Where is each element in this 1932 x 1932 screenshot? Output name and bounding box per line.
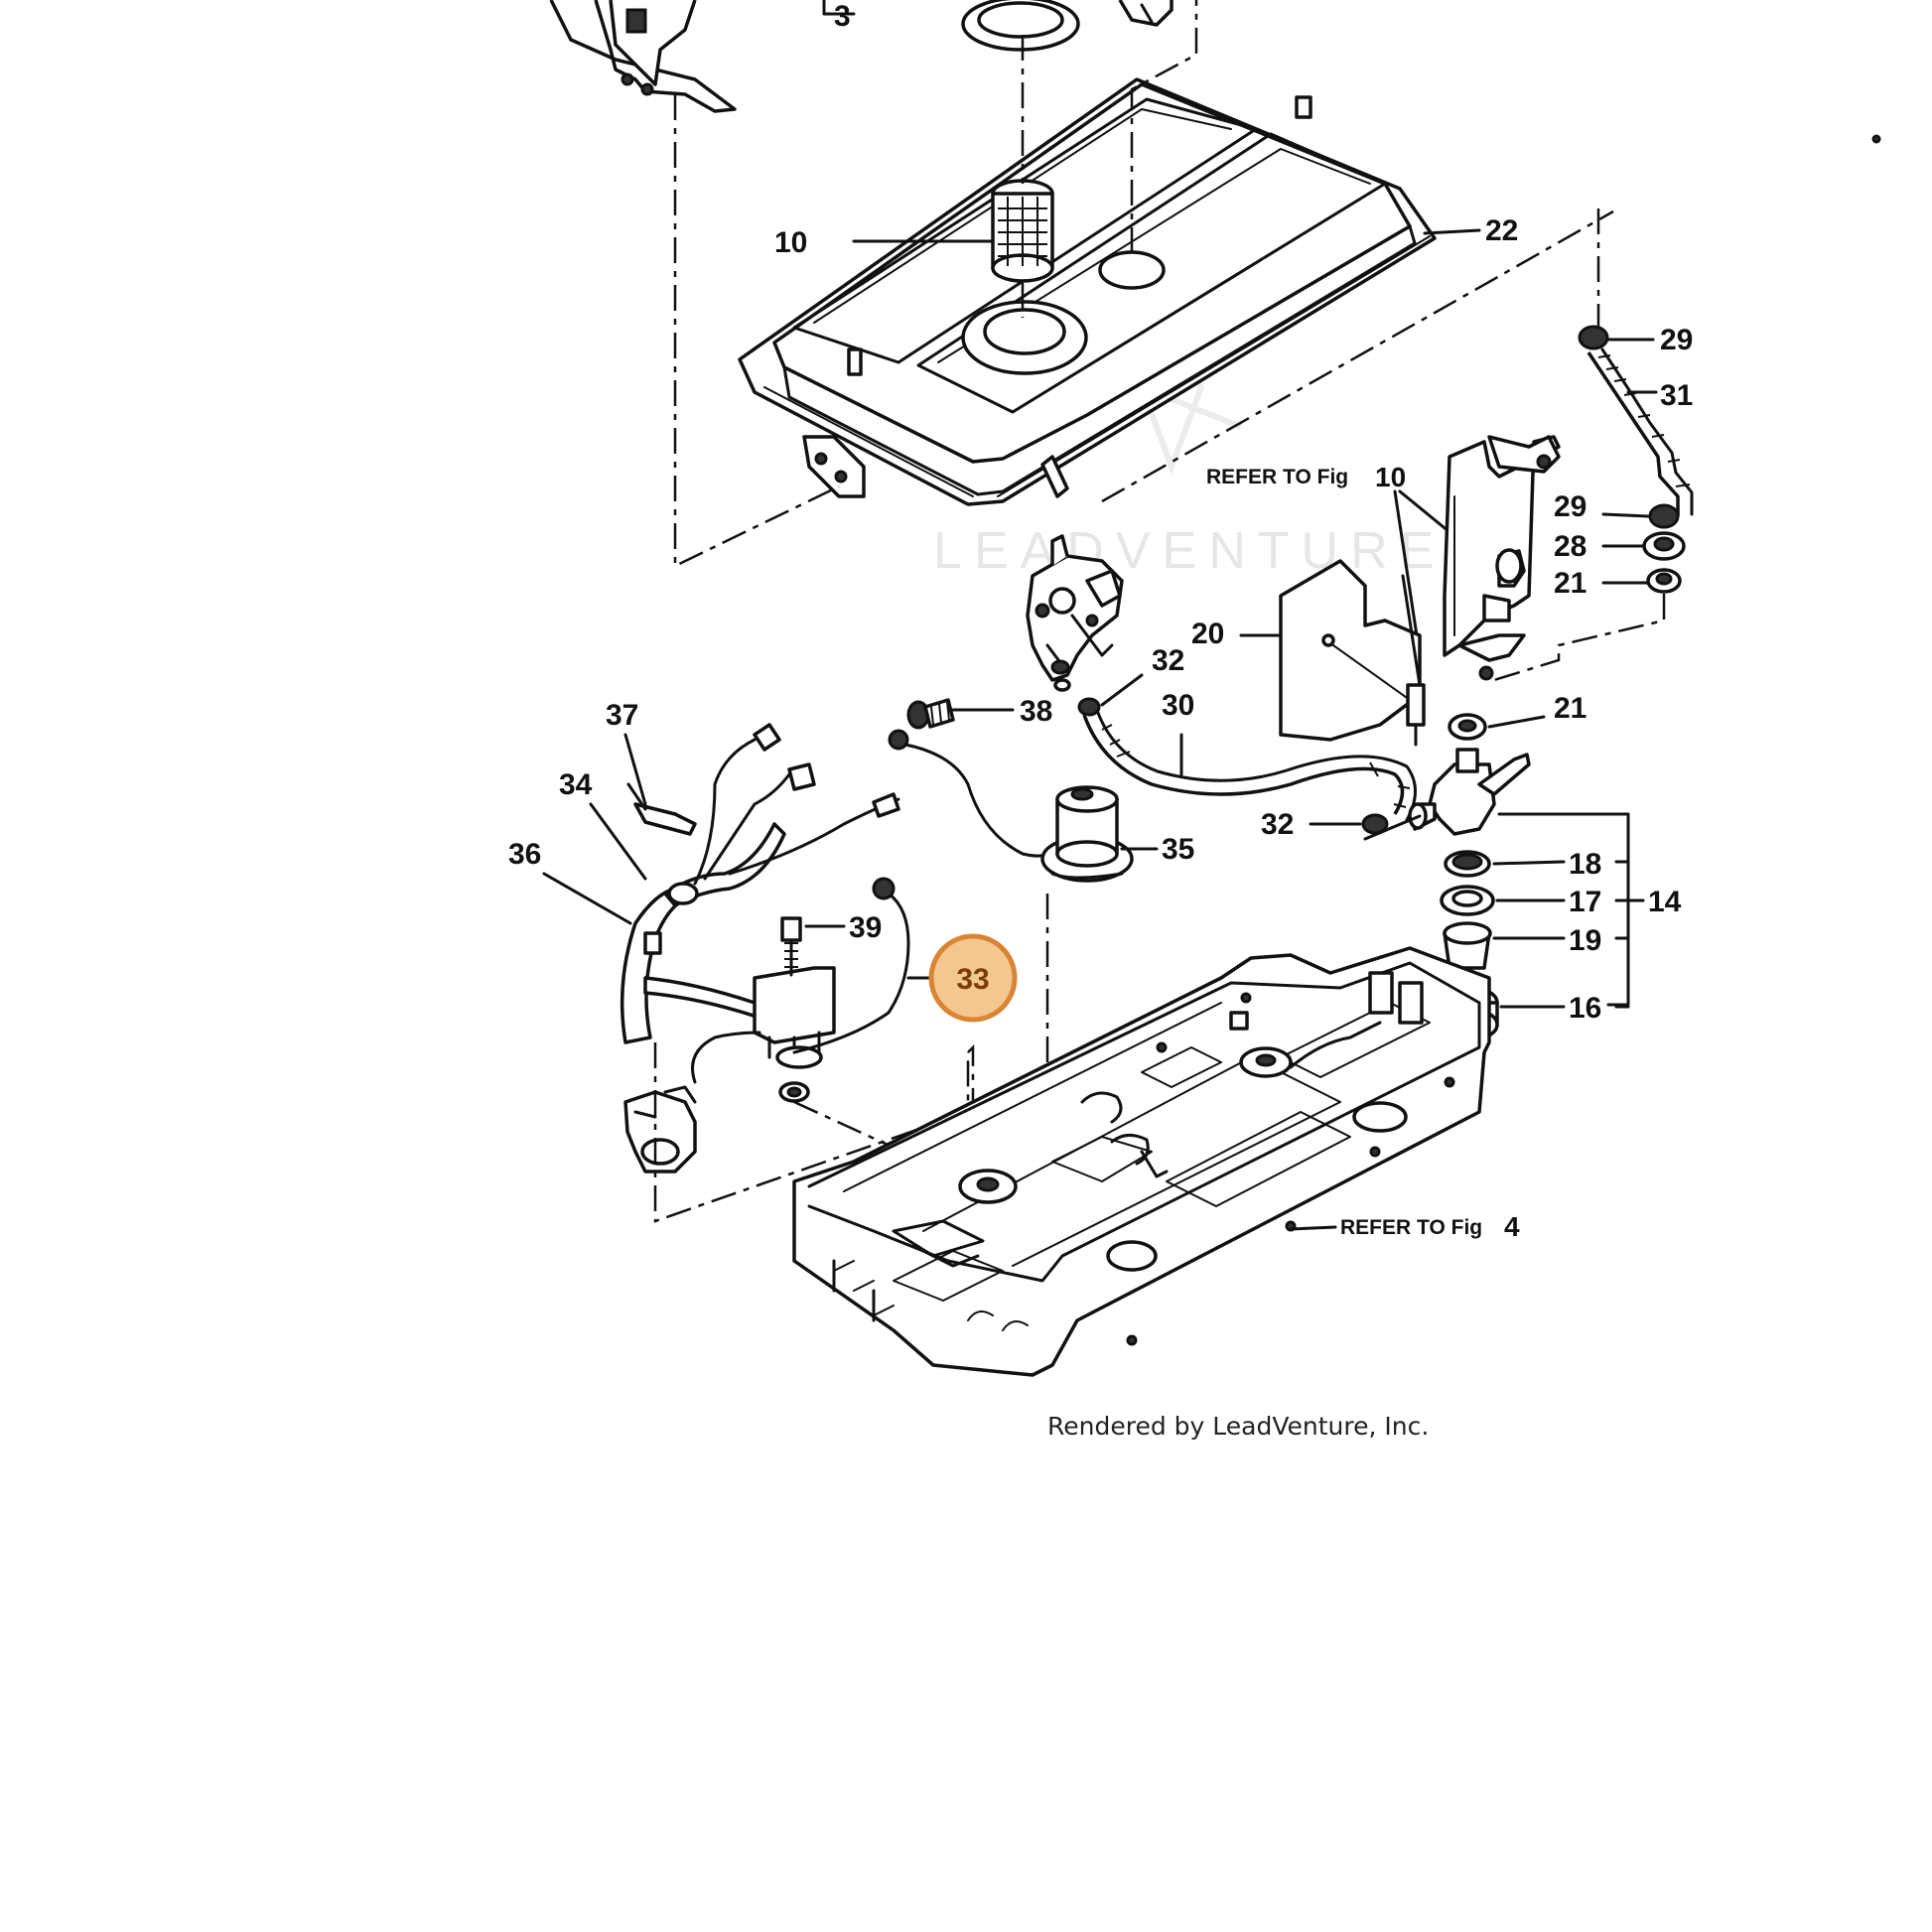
fuel-line-part bbox=[1077, 697, 1417, 835]
callout-16: 16 bbox=[1499, 992, 1630, 1025]
ref-fig10-number: 10 bbox=[1375, 462, 1406, 492]
callout-33-highlight[interactable]: 33 bbox=[906, 933, 1018, 1023]
heat-shield-part bbox=[1279, 559, 1422, 742]
callout-21a: 21 bbox=[1554, 567, 1650, 600]
callout-32a: 32 bbox=[1100, 644, 1184, 707]
callout-22-label: 22 bbox=[1485, 214, 1518, 247]
vent-hose-assembly bbox=[1578, 325, 1694, 594]
credit-text: Rendered by LeadVenture, Inc. bbox=[1047, 1412, 1429, 1441]
callout-19: 19 bbox=[1492, 924, 1630, 957]
mount-bracket-part bbox=[623, 1085, 697, 1173]
callout-34-label: 34 bbox=[559, 768, 593, 801]
callout-3-label: 3 bbox=[834, 0, 851, 33]
ground-screw-part bbox=[888, 698, 1054, 858]
reference-fig-4: REFER TO Fig 4 bbox=[1289, 1211, 1520, 1242]
callout-37-label: 37 bbox=[606, 699, 638, 732]
callout-19-label: 19 bbox=[1569, 924, 1601, 957]
wiring-harness-part bbox=[620, 723, 900, 1044]
callout-29a-label: 29 bbox=[1660, 324, 1693, 356]
assembly-guide-lines-top bbox=[673, 0, 1614, 568]
callout-17: 17 bbox=[1495, 886, 1630, 918]
ref-fig4-number: 4 bbox=[1504, 1211, 1520, 1242]
callout-18-label: 18 bbox=[1569, 848, 1601, 881]
reference-fig-10: REFER TO Fig 10 bbox=[1206, 462, 1456, 657]
callout-16-label: 16 bbox=[1569, 992, 1601, 1025]
stray-mark bbox=[1871, 134, 1881, 144]
sending-unit-wire bbox=[1401, 574, 1426, 747]
callout-32b: 32 bbox=[1261, 808, 1362, 841]
callout-20-label: 20 bbox=[1191, 618, 1224, 650]
callout-35-label: 35 bbox=[1162, 833, 1194, 866]
callout-29b-label: 29 bbox=[1554, 490, 1587, 523]
callout-14: 14 bbox=[1497, 812, 1682, 1007]
callout-20: 20 bbox=[1191, 618, 1281, 650]
callout-31: 31 bbox=[1626, 379, 1693, 412]
callout-37: 37 bbox=[606, 699, 647, 806]
vent-guide-line bbox=[1493, 594, 1666, 682]
frame-pan-part bbox=[792, 946, 1491, 1377]
callout-14-label: 14 bbox=[1648, 886, 1682, 918]
callout-22: 22 bbox=[1423, 214, 1518, 247]
relay-part bbox=[691, 877, 910, 1103]
callout-10-label: 10 bbox=[774, 226, 807, 259]
callout-29b: 29 bbox=[1554, 490, 1650, 523]
carburetor-part bbox=[1026, 534, 1124, 692]
callout-32a-label: 32 bbox=[1152, 644, 1184, 677]
callout-30: 30 bbox=[1162, 689, 1194, 776]
callout-36: 36 bbox=[508, 838, 632, 925]
callout-3: 3 bbox=[822, 0, 856, 33]
callout-28: 28 bbox=[1554, 530, 1645, 563]
highlight-circle[interactable] bbox=[928, 933, 1018, 1023]
callout-34: 34 bbox=[559, 768, 647, 881]
callout-18: 18 bbox=[1492, 848, 1630, 881]
fuel-solenoid-part bbox=[1040, 785, 1134, 883]
callout-29a: 29 bbox=[1606, 324, 1693, 356]
fender-bracket-part bbox=[549, 0, 1173, 113]
callout-17-label: 17 bbox=[1569, 886, 1601, 918]
ref-fig4-prefix: REFER TO Fig bbox=[1340, 1216, 1482, 1239]
callout-35: 35 bbox=[1120, 833, 1194, 866]
callout-38: 38 bbox=[951, 695, 1052, 728]
callout-39: 39 bbox=[804, 911, 882, 944]
fuel-tank-part bbox=[738, 77, 1437, 506]
callout-38-label: 38 bbox=[1020, 695, 1052, 728]
callout-21a-label: 21 bbox=[1554, 567, 1587, 600]
filler-strainer-part bbox=[991, 179, 1054, 283]
callout-10: 10 bbox=[774, 226, 995, 259]
callout-28-label: 28 bbox=[1554, 530, 1587, 563]
callout-21b-label: 21 bbox=[1554, 692, 1587, 725]
callout-30-label: 30 bbox=[1162, 689, 1194, 722]
callout-31-label: 31 bbox=[1660, 379, 1693, 412]
callout-21b: 21 bbox=[1487, 692, 1587, 729]
callout-39-label: 39 bbox=[849, 911, 882, 944]
filler-gasket-part bbox=[961, 0, 1080, 52]
ref-fig10-prefix: REFER TO Fig bbox=[1206, 466, 1348, 488]
fuel-valve-bracket-part bbox=[1443, 435, 1561, 681]
callout-33-label[interactable]: 33 bbox=[956, 963, 989, 996]
callout-36-label: 36 bbox=[508, 838, 541, 871]
harness-clip-part bbox=[626, 782, 697, 836]
callout-32b-label: 32 bbox=[1261, 808, 1294, 841]
watermark-text: LEADVENTURE bbox=[933, 522, 1446, 580]
